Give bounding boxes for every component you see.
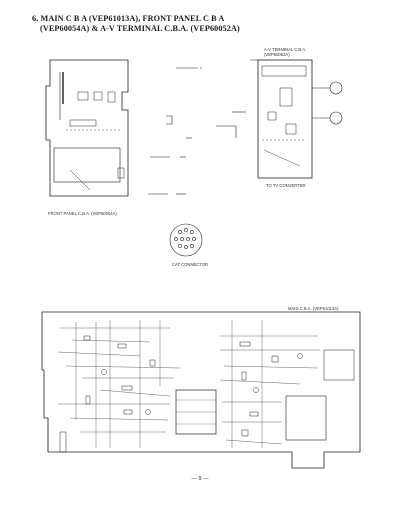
- av-board-number: (VEP60052A): [264, 52, 290, 57]
- section-title-line-1: 6. MAIN C B A (VEP61013A), FRONT PANEL C…: [32, 14, 225, 23]
- cat-connector: [169, 223, 203, 257]
- main-board-label: MAIN C.B.A. (VEP61013A): [288, 306, 339, 311]
- section-title-line-2: (VEP60054A) & A-V TERMINAL C.B.A. (VEP60…: [40, 24, 240, 33]
- av-board-label: A-V TERMINAL C.B.A.: [264, 47, 307, 52]
- av-terminal-board: [250, 59, 343, 179]
- to-converter-label: TO TV CONVERTER: [266, 183, 306, 188]
- main-board: [41, 311, 361, 469]
- page-number: — 9 —: [191, 476, 209, 482]
- front-panel-board: [45, 59, 129, 197]
- connector-wires: [148, 67, 246, 195]
- cat-connector-label: CAT CONNECTOR: [172, 262, 209, 267]
- front-panel-label: FRONT PANEL C.B.A. (VEP60054A): [48, 211, 117, 216]
